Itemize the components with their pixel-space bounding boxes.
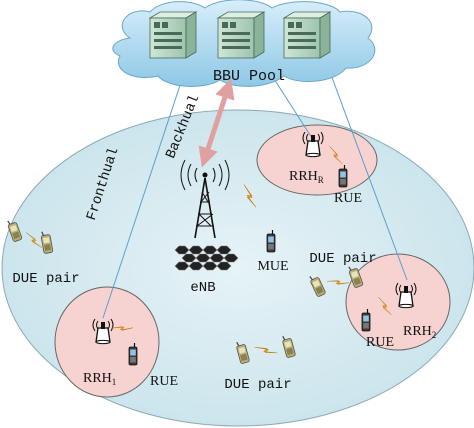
enb-tower-icon — [180, 159, 230, 239]
bbu-server-1 — [148, 11, 198, 59]
fronthaul-link-rrh-2 — [319, 44, 408, 281]
rrh-2-label: RRH2 — [403, 324, 436, 340]
rrh-r-label: RRHR — [289, 169, 324, 185]
rrh-1-label: RRH1 — [83, 371, 116, 387]
fronthaul-link-rrh-1 — [102, 54, 191, 319]
rue-1-label: RUE — [150, 374, 178, 389]
due-pair-right-label: DUE pair — [309, 251, 376, 267]
mue-label: MUE — [257, 259, 288, 274]
bbu-pool-label: BBU Pool — [213, 68, 285, 85]
rue-2-label: RUE — [366, 335, 394, 350]
backhaul-link-arrow — [198, 78, 235, 168]
bbu-server-2 — [216, 11, 266, 59]
due-pair-bottom-label: DUE pair — [224, 377, 291, 393]
bbu-server-3 — [282, 11, 332, 59]
rue-r-label: RUE — [334, 191, 362, 206]
small-cell-rrh-2 — [345, 253, 451, 351]
due-pair-left-label: DUE pair — [12, 271, 79, 287]
enb-base-grid — [174, 245, 239, 271]
enb-label: eNB — [190, 280, 215, 296]
